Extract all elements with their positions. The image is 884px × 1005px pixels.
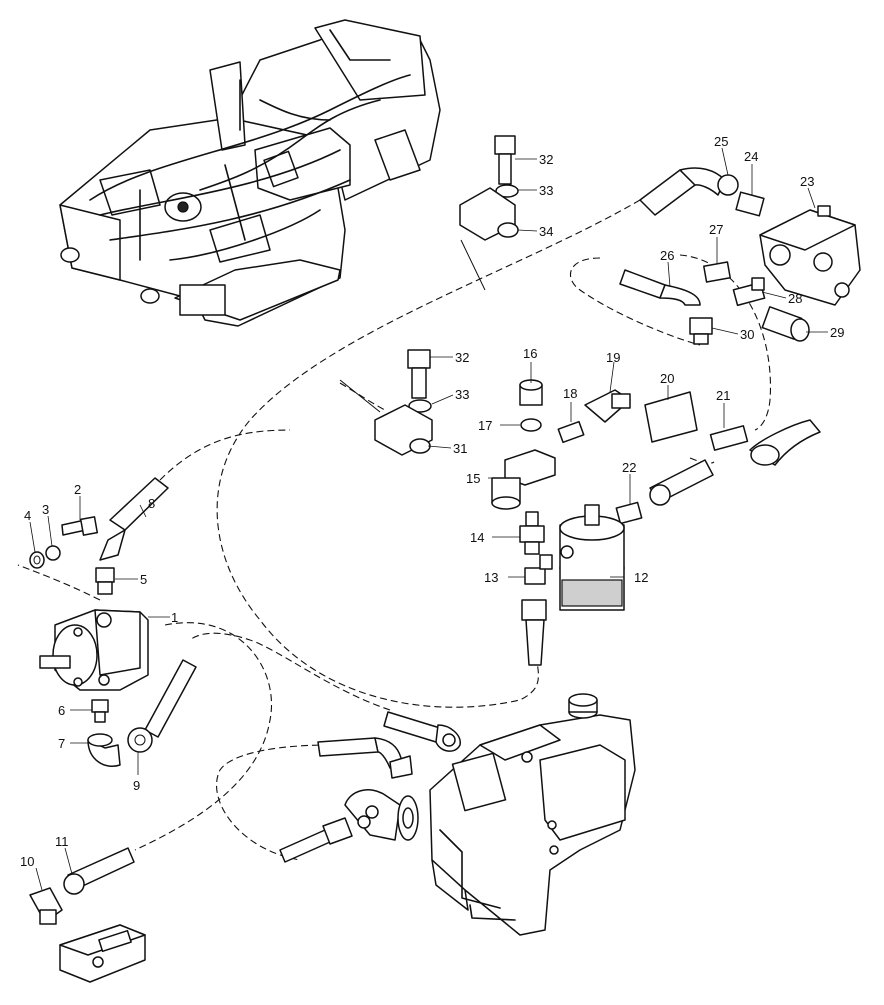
callout-4: 4 [24,508,31,523]
callout-10: 10 [20,854,34,869]
fitting-14 [519,511,545,555]
callout-27: 27 [709,222,723,237]
hose-8 [99,477,169,561]
valve-23 [759,205,861,306]
adapter-21 [709,425,749,451]
callout-30: 30 [740,327,754,342]
callout-5: 5 [140,572,147,587]
callout-32-mid: 32 [455,350,469,365]
washer-3 [45,545,61,561]
callout-2: 2 [74,482,81,497]
fitting-bolt-2 [61,516,99,536]
callout-21: 21 [716,388,730,403]
leader-lines [29,147,828,891]
tractor-frame [59,19,441,327]
washer-4 [29,551,45,569]
callout-32-top: 32 [539,152,553,167]
callout-7: 7 [58,736,65,751]
callout-1: 1 [171,610,178,625]
washer-17 [520,418,542,432]
callout-29: 29 [830,325,844,340]
callout-9: 9 [133,778,140,793]
filter-12 [559,504,625,611]
cap-16 [519,379,543,406]
elbow-7 [87,733,121,767]
hose-below-13 [521,599,547,666]
hose-21-elbow [749,419,821,466]
callout-28: 28 [788,291,802,306]
callout-16: 16 [523,346,537,361]
clamp-34 [459,187,519,241]
callout-25: 25 [714,134,728,149]
callout-14: 14 [470,530,484,545]
callout-12: 12 [634,570,648,585]
adapter-5 [95,567,115,595]
hose-11 [63,847,135,895]
adapter-18 [557,420,585,444]
elbow-19 [584,389,631,423]
callout-18: 18 [563,386,577,401]
tank-filler-cap [568,693,598,719]
callout-6: 6 [58,703,65,718]
hose-fitting-22 [649,459,714,506]
callout-13: 13 [484,570,498,585]
callout-33-mid: 33 [455,387,469,402]
return-hose [279,817,353,863]
suction-flange [344,789,419,841]
callout-26: 26 [660,248,674,263]
hose-routes [17,199,772,861]
callout-15: 15 [466,471,480,486]
hose-26 [619,269,701,306]
adapter-22 [615,501,643,525]
callout-24: 24 [744,149,758,164]
hose-9 [127,659,197,753]
callout-labels: 1 2 3 4 5 6 7 8 9 10 11 12 13 14 15 16 1… [20,134,844,869]
callout-11: 11 [55,834,69,849]
elbow-10 [29,887,63,925]
hose-25 [639,167,739,216]
callout-20: 20 [660,371,674,386]
callout-3: 3 [42,502,49,517]
tee-13 [524,554,553,585]
hose-20 [644,391,698,443]
callout-34: 34 [539,224,553,239]
callout-22: 22 [622,460,636,475]
washer-33-top [495,184,519,198]
bolt-32-top [494,135,516,185]
switch-30 [689,317,713,345]
upper-tank-hose [383,711,461,752]
adapter-6 [91,699,109,723]
tee-28 [732,277,766,307]
adapter-24 [735,191,765,217]
callout-17: 17 [478,418,492,433]
hydraulic-tank [429,693,636,936]
valve-block-10 [59,924,146,983]
clamp-31 [374,404,433,456]
hydraulic-pump [39,609,149,691]
adapter-27 [703,261,731,283]
washer-33-mid [408,399,432,413]
callout-8: 8 [148,496,155,511]
bolt-32-mid [407,349,431,399]
callout-33-top: 33 [539,183,553,198]
callout-23: 23 [800,174,814,189]
plug-29 [761,306,810,342]
block-15 [491,449,556,510]
callout-19: 19 [606,350,620,365]
callout-31: 31 [453,441,467,456]
lower-tank-hose [317,737,413,779]
